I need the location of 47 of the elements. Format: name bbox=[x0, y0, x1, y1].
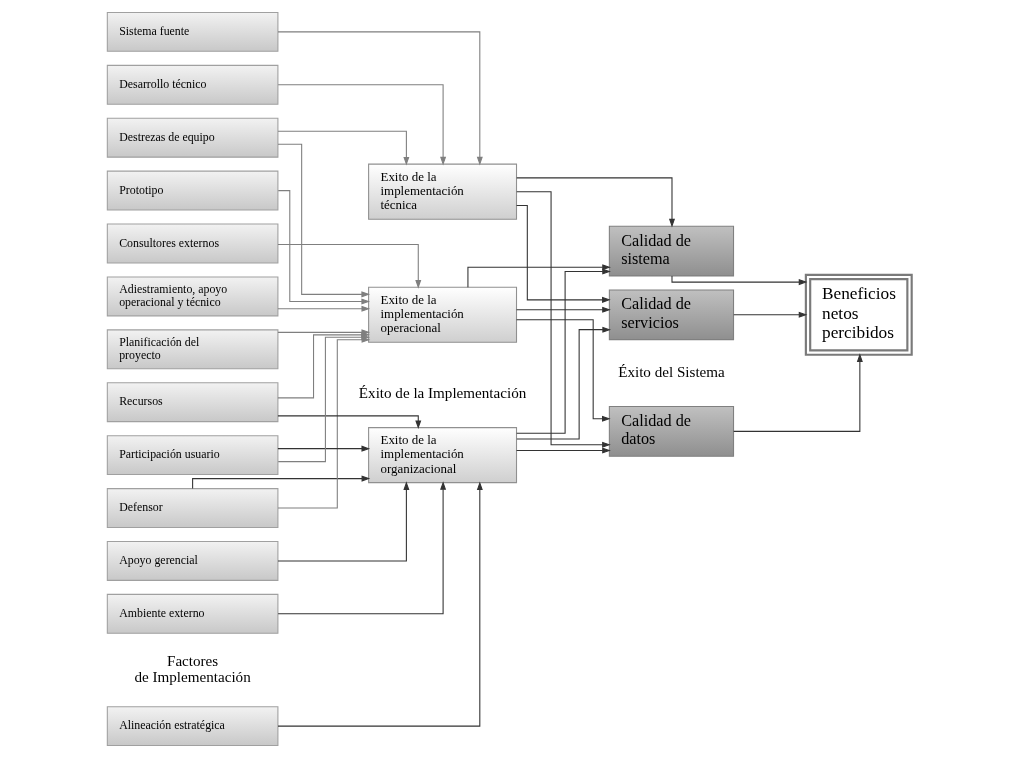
arrow bbox=[515, 306, 611, 313]
node-box: Alineación estratégica bbox=[106, 706, 278, 747]
node-box: Planificación del proyecto bbox=[106, 329, 278, 370]
arrow bbox=[515, 204, 611, 303]
node-box: Consultores externos bbox=[106, 223, 278, 264]
node-box: Prototipo bbox=[106, 170, 278, 211]
arrow bbox=[515, 191, 611, 448]
label: Éxito del Sistema bbox=[617, 364, 725, 381]
arrow bbox=[515, 326, 611, 440]
node-box: Calidad de servicios bbox=[608, 289, 734, 341]
arrow bbox=[277, 130, 409, 166]
arrow bbox=[515, 447, 611, 454]
node-box: Adiestramiento, apoyo operacional y técnico bbox=[106, 276, 278, 317]
arrow bbox=[466, 264, 611, 288]
node-box: Exito de la implementación operacional bbox=[367, 286, 517, 343]
arrow bbox=[276, 244, 421, 289]
node-box: Sistema fuente bbox=[106, 11, 278, 52]
node-box: Calidad de sistema bbox=[608, 225, 734, 277]
node-box: Apoyo gerencial bbox=[106, 540, 278, 581]
arrow bbox=[276, 415, 421, 430]
node-box: Participación usuario bbox=[106, 435, 278, 476]
arrow bbox=[276, 481, 483, 727]
arrow bbox=[276, 445, 370, 452]
node-box: Calidad de datos bbox=[608, 406, 734, 457]
arrow bbox=[277, 481, 409, 562]
node-box: Ambiente externo bbox=[106, 593, 278, 634]
node-box: Destrezas de equipo bbox=[106, 117, 278, 158]
arrow bbox=[515, 177, 675, 228]
arrow bbox=[515, 319, 611, 422]
arrow bbox=[670, 275, 807, 286]
node-box: Desarrollo técnico bbox=[106, 64, 278, 105]
label: Factores de Implementación bbox=[134, 652, 251, 686]
arrow bbox=[276, 31, 483, 166]
node-box: Recursos bbox=[106, 382, 278, 423]
arrow bbox=[732, 353, 863, 432]
arrow bbox=[515, 268, 611, 434]
arrow bbox=[277, 84, 446, 166]
arrow bbox=[191, 475, 370, 490]
node-box: Defensor bbox=[106, 488, 278, 528]
node-box: Exito de la implementación técnica bbox=[367, 163, 517, 220]
node-box: Exito de la implementación organizacional bbox=[367, 427, 517, 484]
node-box: Beneficios netos percibidos bbox=[804, 273, 913, 356]
arrow bbox=[277, 481, 446, 615]
arrow bbox=[276, 143, 370, 298]
label: Éxito de la Implementación bbox=[358, 384, 526, 401]
arrow bbox=[276, 305, 370, 312]
arrow bbox=[732, 311, 807, 318]
